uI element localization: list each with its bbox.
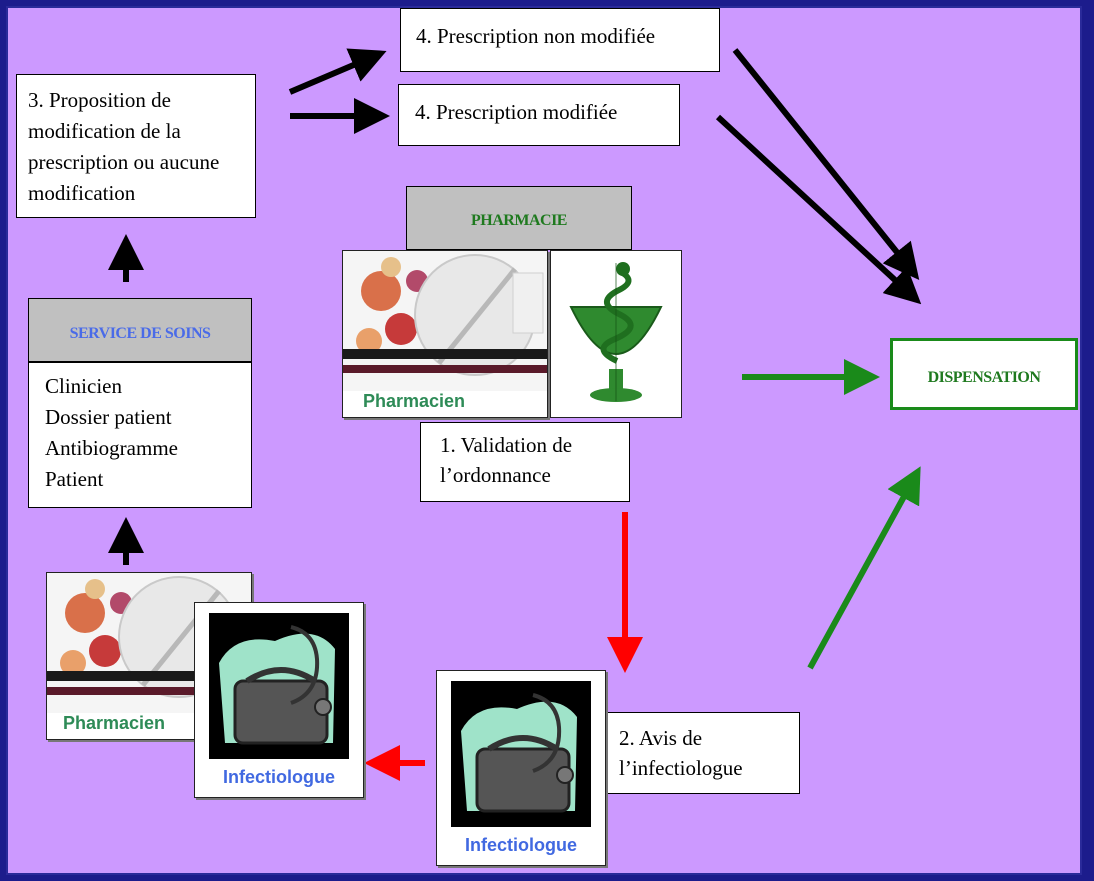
arrow-unchanged-to-dispensation bbox=[732, 48, 920, 281]
service-title: SERVICE DE SOINS bbox=[69, 325, 211, 342]
doctor-bag-stethoscope-icon bbox=[437, 671, 605, 831]
service-list: Clinicien Dossier patient Antibiogramme … bbox=[28, 362, 252, 508]
dispensation-box: DISPENSATION bbox=[890, 338, 1078, 410]
step4-changed-box: 4. Prescription modifiée bbox=[398, 84, 680, 146]
infectiologue-label: Infectiologue bbox=[223, 767, 335, 787]
arrow-infectio-to-dispensation bbox=[807, 466, 921, 670]
pharmacy-caduceus-icon bbox=[551, 251, 681, 417]
pharmacien-card-main: Pharmacien bbox=[342, 250, 548, 418]
service-item: Patient bbox=[45, 467, 104, 491]
step4-changed-text: 4. Prescription modifiée bbox=[415, 100, 618, 124]
step1-text: 1. Validation de l’ordonnance bbox=[440, 433, 573, 487]
dispensation-title: DISPENSATION bbox=[927, 369, 1041, 386]
arrow-to-unchanged bbox=[288, 48, 387, 95]
doctor-bag-stethoscope-icon bbox=[195, 603, 363, 763]
infectiologue-label: Infectiologue bbox=[465, 835, 577, 855]
infectiologue-card-left: Infectiologue bbox=[194, 602, 364, 798]
service-header: SERVICE DE SOINS bbox=[28, 298, 252, 362]
step2-box: 2. Avis de l’infectiologue bbox=[604, 712, 800, 794]
step4-unchanged-box: 4. Prescription non modifiée bbox=[400, 8, 720, 72]
service-item: Clinicien bbox=[45, 374, 122, 398]
infectiologue-card-center: Infectiologue bbox=[436, 670, 606, 866]
step3-box: 3. Proposition de modification de la pre… bbox=[16, 74, 256, 218]
step4-unchanged-text: 4. Prescription non modifiée bbox=[416, 24, 656, 48]
service-item: Dossier patient bbox=[45, 405, 172, 429]
step3-text: 3. Proposition de modification de la pre… bbox=[28, 88, 220, 205]
pharmacien-label: Pharmacien bbox=[363, 391, 466, 411]
step1-box: 1. Validation de l’ordonnance bbox=[420, 422, 630, 502]
arrow-changed-to-dispensation bbox=[715, 114, 922, 305]
pharmacien-label: Pharmacien bbox=[63, 713, 166, 733]
pharmacie-title: PHARMACIE bbox=[471, 212, 567, 229]
pharmacie-header: PHARMACIE bbox=[406, 186, 632, 250]
caduceus-card bbox=[550, 250, 682, 418]
step2-text: 2. Avis de l’infectiologue bbox=[619, 726, 743, 780]
pills-photo-icon bbox=[343, 251, 547, 391]
service-item: Antibiogramme bbox=[45, 436, 178, 460]
